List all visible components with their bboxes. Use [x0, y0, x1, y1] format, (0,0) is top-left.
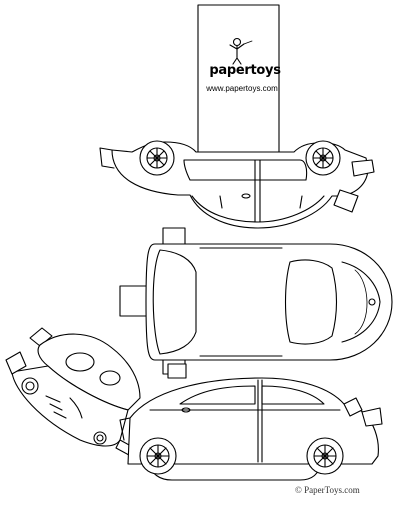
copyright-credit: © PaperToys.com — [295, 485, 360, 495]
website-url: www.papertoys.com — [206, 84, 278, 93]
top-glue-tab — [198, 5, 279, 155]
wheel-icon — [140, 438, 176, 474]
mascot-icon — [230, 39, 252, 65]
wheel-icon — [140, 141, 174, 175]
car-front-panel — [6, 328, 142, 460]
papertoys-logo: papertoys — [209, 63, 281, 78]
car-top-view — [120, 228, 392, 374]
wheel-icon — [307, 438, 343, 474]
wheel-icon — [306, 141, 340, 175]
car-side-top — [100, 142, 374, 228]
